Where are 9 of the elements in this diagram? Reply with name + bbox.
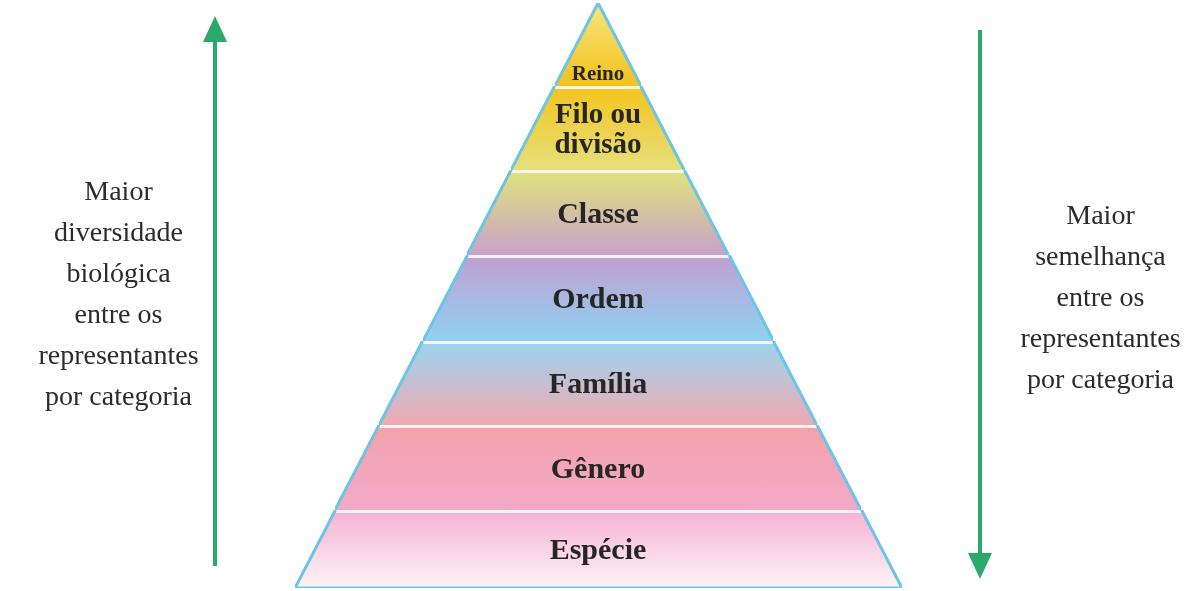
tier-label: Gênero	[550, 451, 646, 484]
tier-label: Filo ou divisão	[553, 97, 643, 159]
annotation-text: Maior diversidade biológica entre os representantes por categoria	[37, 174, 200, 413]
tier-label: Ordem	[552, 282, 644, 314]
tier-label: Classe	[557, 196, 639, 229]
tier-label: Família	[548, 367, 648, 399]
annotation-text: Maior semelhança entre os representantes por categoria	[1019, 198, 1182, 396]
tier-label: Reino	[571, 61, 625, 84]
tier-label: Espécie	[549, 533, 647, 565]
